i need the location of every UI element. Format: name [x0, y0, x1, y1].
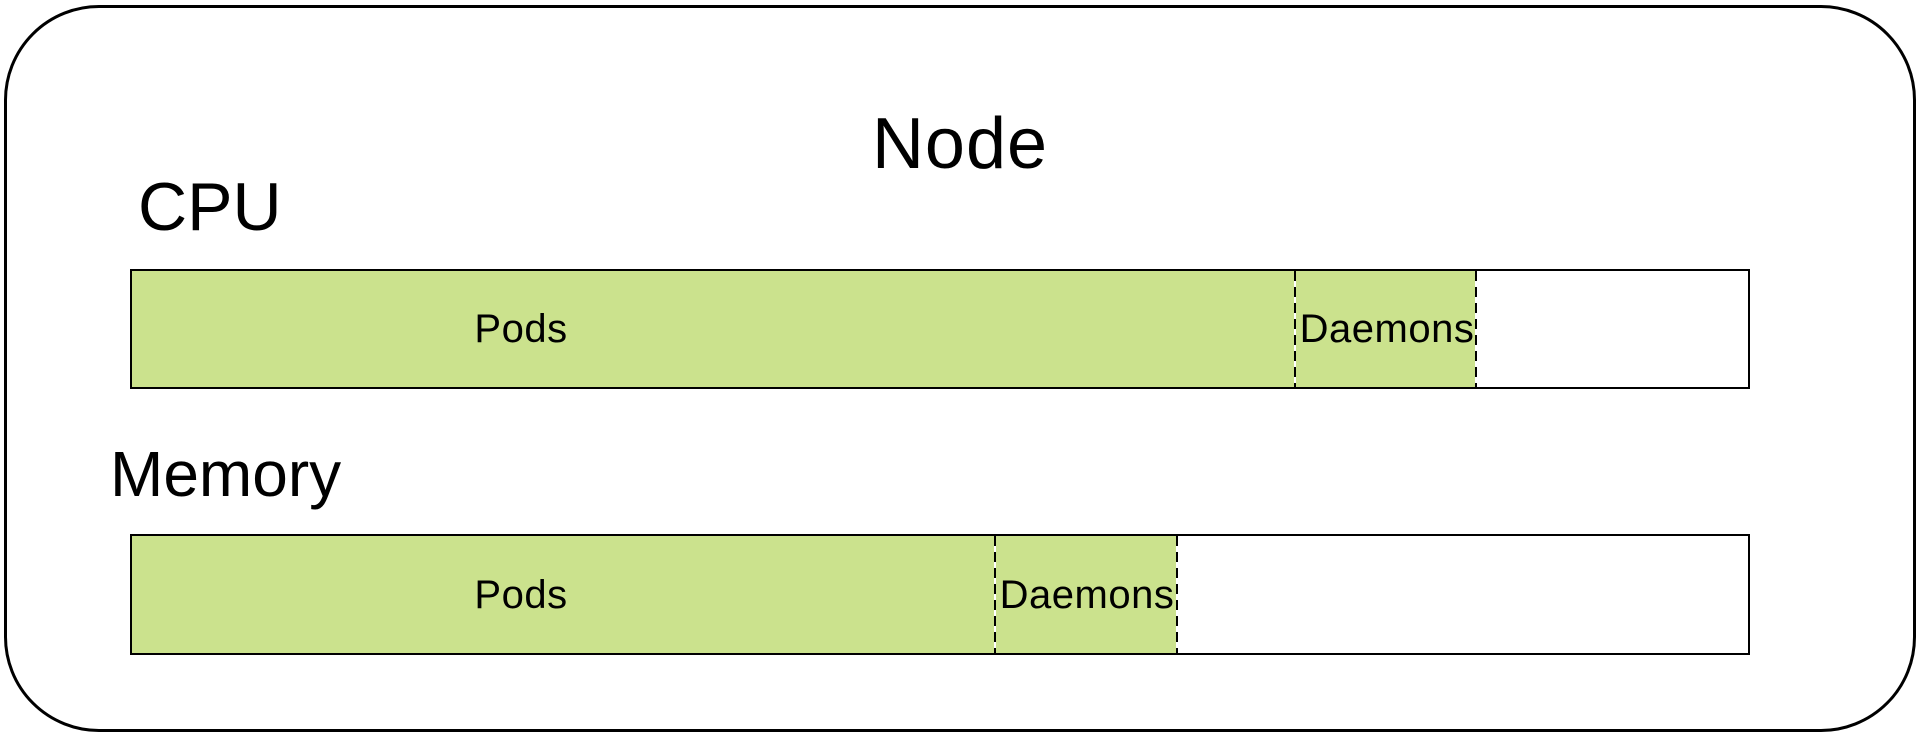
cpu-label: CPU	[138, 169, 282, 245]
memory-label: Memory	[110, 438, 342, 510]
memory-daemons-segment	[996, 536, 1178, 653]
memory-pods-segment	[132, 536, 996, 653]
cpu-capacity-bar: Pods Daemons	[130, 269, 1750, 389]
memory-daemons-free-divider	[1176, 536, 1178, 653]
cpu-pods-daemons-divider	[1294, 271, 1296, 387]
cpu-daemons-segment-label: Daemons	[1299, 307, 1475, 351]
memory-pods-segment-label: Pods	[474, 572, 568, 617]
cpu-daemons-segment	[1296, 271, 1477, 387]
memory-daemons-segment-label: Daemons	[999, 572, 1175, 617]
node-container: Node CPU Pods Daemons Memory Pods Daemon…	[4, 5, 1916, 732]
cpu-pods-segment	[132, 271, 1296, 387]
memory-capacity-bar: Pods Daemons	[130, 534, 1750, 655]
cpu-daemons-free-divider	[1475, 271, 1477, 387]
node-title: Node	[871, 104, 1049, 184]
memory-pods-daemons-divider	[994, 536, 996, 653]
cpu-pods-segment-label: Pods	[474, 307, 568, 351]
